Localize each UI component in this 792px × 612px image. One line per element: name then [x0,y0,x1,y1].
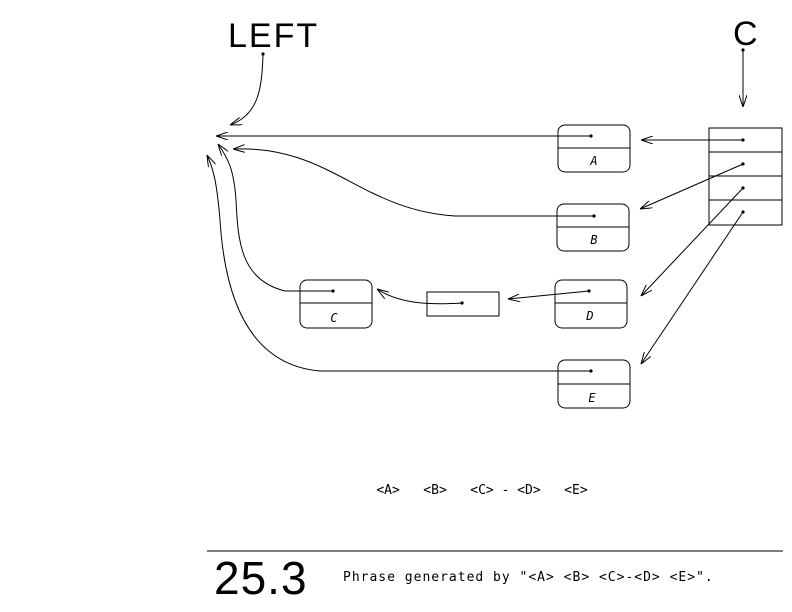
array-to-d-arrow [641,187,744,296]
c-pointer-label: C [733,15,760,53]
c-to-left-arrow [218,144,333,292]
node-a: A [557,124,631,173]
node-e: E [557,359,631,409]
node-c-label: C [330,311,338,325]
b-to-left-arrow [233,149,594,217]
figure-caption: Phrase generated by "<A> <B> <C>-<D> <E>… [343,570,714,585]
array-to-e-arrow [641,211,744,364]
e-to-left-arrow [207,155,591,372]
node-b-label: B [590,233,597,247]
node-c: C [299,279,373,329]
left-pointer-arrow [230,53,264,125]
node-e-label: E [588,391,596,405]
left-label: LEFT [228,17,319,55]
pointer-array [708,127,783,226]
link-to-c-arrow [377,289,463,305]
node-d: D [554,279,628,329]
node-a-label: A [589,154,597,168]
node-d-label: D [585,309,593,323]
node-b: B [556,203,630,252]
generated-phrase: <A> <B> <C> - <D> <E> [376,483,587,498]
figure-number: 25.3 [214,552,308,604]
d-to-link-arrow [508,290,590,299]
array-to-b-arrow [640,163,744,209]
